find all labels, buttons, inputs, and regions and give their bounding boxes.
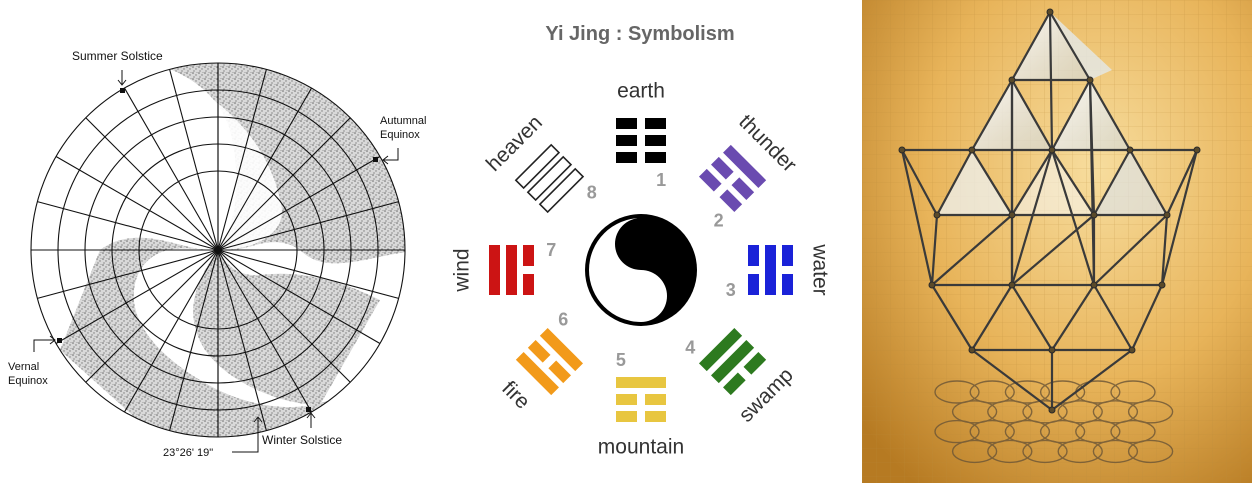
trigram-number-7: 7: [546, 240, 556, 260]
stippled-region: [60, 55, 430, 440]
yijing-title: Yi Jing : Symbolism: [545, 23, 734, 45]
solar-chart-svg: Summer Solstice Autumnal Equinox Vernal …: [0, 0, 440, 483]
trigram-number-4: 4: [685, 338, 695, 358]
trigram-label-fire: fire: [497, 377, 534, 414]
vernal-label-1: Vernal: [8, 361, 39, 373]
trigram-label-water: water: [808, 243, 831, 295]
summer-marker: [120, 88, 125, 93]
angle-label: 23°26' 19": [163, 447, 213, 459]
tetrahedral-structure-render: [862, 0, 1252, 483]
yin-yang-symbol: [585, 214, 697, 326]
trigram-number-3: 3: [726, 280, 736, 300]
trigram-label-wind: wind: [451, 248, 474, 292]
trigram-label-earth: earth: [617, 80, 665, 103]
trigram-earth: [616, 118, 666, 163]
trigram-heaven: [516, 145, 583, 212]
trigram-number-2: 2: [714, 211, 724, 231]
trigram-water: [748, 245, 793, 295]
vernal-marker: [57, 338, 62, 343]
trigram-label-swamp: swamp: [735, 364, 798, 427]
autumn-marker: [373, 157, 378, 162]
vernal-arrow: [34, 336, 55, 352]
summer-label: Summer Solstice: [72, 49, 163, 63]
trigram-label-mountain: mountain: [598, 436, 684, 459]
trigram-number-5: 5: [616, 350, 626, 370]
autumn-label-1: Autumnal: [380, 115, 426, 127]
winter-label: Winter Solstice: [262, 433, 342, 447]
summer-arrow: [118, 70, 126, 85]
winter-arrow: [307, 413, 315, 428]
trigram-number-6: 6: [558, 309, 568, 329]
trigram-number-8: 8: [587, 182, 597, 202]
solar-polar-chart: Summer Solstice Autumnal Equinox Vernal …: [0, 0, 440, 483]
trigram-mountain: [616, 377, 666, 422]
polar-grid: [31, 63, 405, 437]
winter-marker: [306, 407, 311, 412]
trigram-swamp: [699, 328, 766, 395]
autumn-arrow: [383, 148, 398, 164]
autumn-label-2: Equinox: [380, 129, 420, 141]
trigram-wind: [489, 245, 534, 295]
trigram-fire: [516, 328, 583, 395]
structure-svg: [862, 0, 1252, 483]
trigram-thunder: [699, 145, 766, 212]
trigram-number-1: 1: [656, 170, 666, 190]
vernal-label-2: Equinox: [8, 375, 48, 387]
